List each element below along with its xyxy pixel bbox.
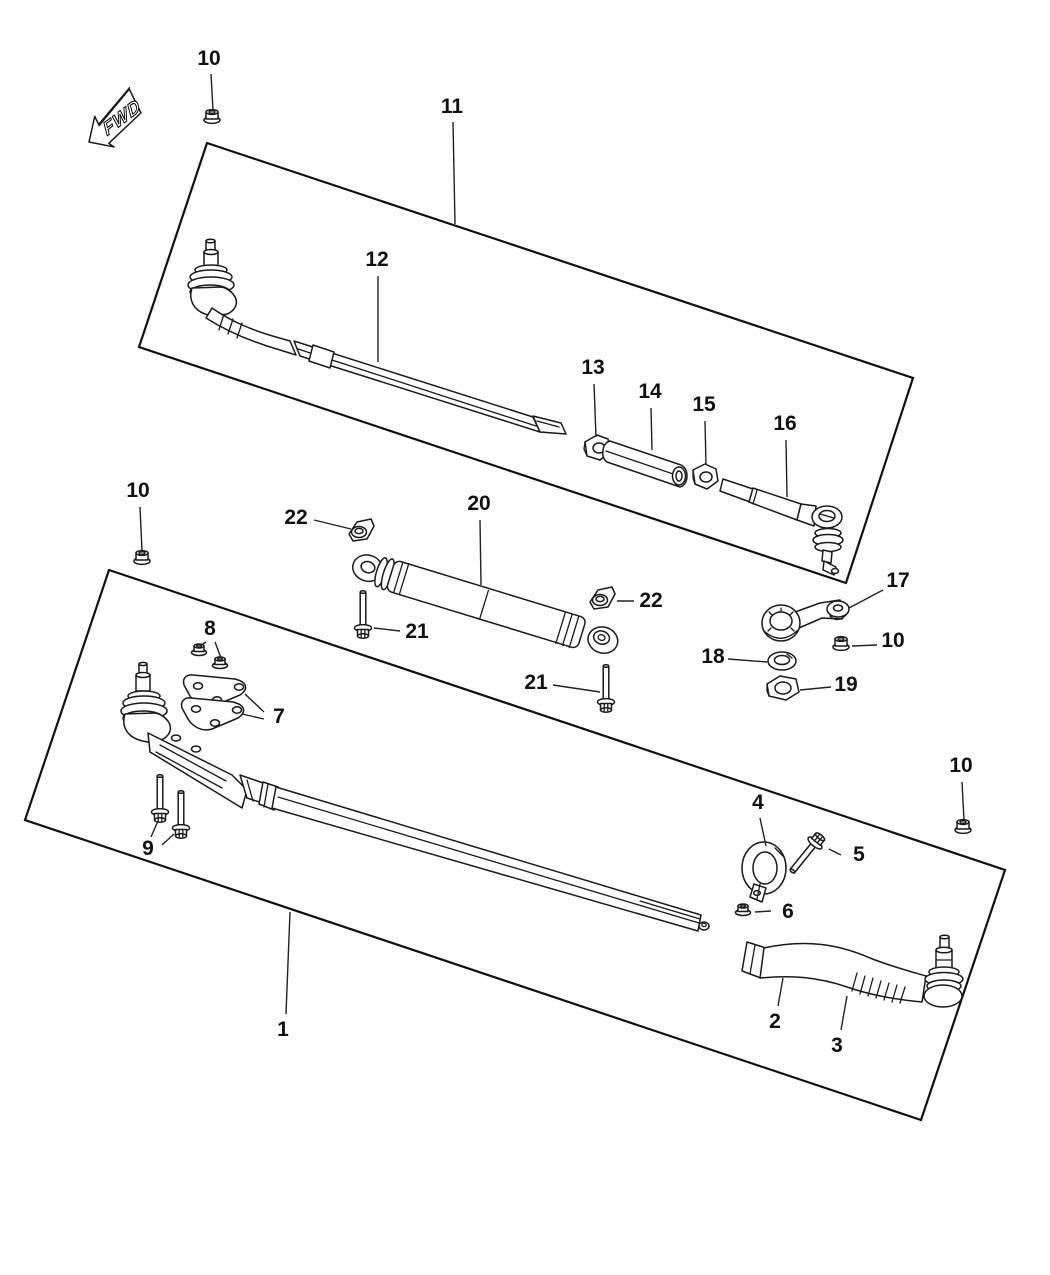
fwd-arrow: FWD bbox=[88, 87, 144, 148]
lower-panel-outline bbox=[23, 568, 1007, 1122]
svg-text:10: 10 bbox=[881, 629, 904, 652]
svg-text:9: 9 bbox=[142, 837, 154, 860]
support-plate-7-lower bbox=[180, 697, 245, 731]
callout-6: 6 bbox=[754, 900, 794, 923]
drag-link-assembly bbox=[120, 661, 964, 1008]
drag-link-end-housing-right bbox=[923, 984, 963, 1008]
damper-bracket-22-right bbox=[589, 586, 616, 610]
svg-text:16: 16 bbox=[773, 412, 796, 435]
svg-text:4: 4 bbox=[752, 791, 764, 814]
callout-10-top: 10 bbox=[197, 47, 221, 111]
svg-text:15: 15 bbox=[692, 393, 716, 416]
callout-2: 2 bbox=[769, 977, 784, 1033]
tie-rod-end-housing bbox=[190, 286, 238, 317]
tie-rod-sleeve-band bbox=[308, 344, 335, 369]
lock-nut-10-top bbox=[203, 108, 221, 125]
svg-text:20: 20 bbox=[467, 492, 490, 515]
callout-17: 17 bbox=[848, 569, 910, 609]
callout-19: 19 bbox=[799, 673, 858, 696]
adjuster-sleeve-14 bbox=[602, 440, 688, 488]
svg-text:8: 8 bbox=[204, 617, 216, 640]
svg-text:1: 1 bbox=[277, 1018, 289, 1041]
svg-text:12: 12 bbox=[365, 248, 388, 271]
svg-text:17: 17 bbox=[886, 569, 909, 592]
callout-15: 15 bbox=[692, 393, 716, 466]
callout-9: 9 bbox=[142, 820, 175, 860]
svg-text:22: 22 bbox=[639, 589, 662, 612]
callout-21-left: 21 bbox=[373, 620, 429, 643]
washer-18 bbox=[767, 651, 797, 671]
clamp-bolt-5 bbox=[784, 828, 829, 879]
svg-text:18: 18 bbox=[701, 645, 725, 668]
svg-text:10: 10 bbox=[949, 754, 972, 777]
steering-arm-17 bbox=[761, 599, 850, 642]
callout-10-right: 10 bbox=[949, 754, 973, 821]
bolt-9a bbox=[150, 773, 170, 823]
callout-5: 5 bbox=[828, 843, 865, 866]
tie-rod-assembly bbox=[187, 238, 567, 435]
callout-16: 16 bbox=[773, 412, 797, 498]
callouts: 10 11 12 13 14 15 16 10 22 20 bbox=[126, 47, 972, 1057]
bolt-9b bbox=[171, 789, 191, 839]
callout-12: 12 bbox=[365, 248, 389, 362]
callout-1: 1 bbox=[277, 911, 291, 1041]
svg-text:5: 5 bbox=[853, 843, 865, 866]
svg-text:21: 21 bbox=[405, 620, 429, 643]
svg-text:3: 3 bbox=[831, 1034, 843, 1057]
svg-text:21: 21 bbox=[524, 671, 548, 694]
callout-8: 8 bbox=[199, 617, 222, 659]
svg-text:19: 19 bbox=[834, 673, 857, 696]
svg-text:2: 2 bbox=[769, 1010, 781, 1033]
steering-damper-20 bbox=[352, 554, 619, 654]
callout-10-arm: 10 bbox=[851, 629, 905, 652]
callout-18: 18 bbox=[701, 645, 768, 668]
damper-bracket-22-left bbox=[348, 518, 375, 542]
callout-10-left: 10 bbox=[126, 479, 150, 552]
callout-14: 14 bbox=[638, 380, 662, 451]
drag-link-end-housing-left bbox=[123, 712, 172, 743]
hex-nut-19 bbox=[766, 675, 800, 701]
callout-7: 7 bbox=[241, 693, 285, 728]
damper-bolt-21-left bbox=[353, 589, 373, 639]
fwd-arrow-thick-edge bbox=[98, 87, 131, 125]
callout-22-left: 22 bbox=[284, 506, 352, 530]
flange-nut-8b bbox=[211, 656, 229, 670]
lock-nut-10-arm bbox=[832, 635, 850, 652]
svg-text:10: 10 bbox=[197, 47, 220, 70]
callout-22-right: 22 bbox=[617, 589, 663, 612]
clamp-nut-6 bbox=[734, 903, 752, 917]
lock-nut-10-right bbox=[954, 818, 972, 835]
jam-nut-15 bbox=[692, 463, 719, 490]
upper-panel-outline bbox=[137, 141, 915, 585]
svg-text:13: 13 bbox=[581, 356, 604, 379]
tie-rod-end-16 bbox=[719, 478, 844, 576]
callout-11: 11 bbox=[441, 95, 464, 225]
clamp-4 bbox=[741, 841, 787, 903]
damper-bolt-21-right bbox=[596, 663, 616, 713]
svg-text:22: 22 bbox=[284, 506, 307, 529]
callout-4: 4 bbox=[752, 791, 767, 847]
callout-21-right: 21 bbox=[524, 671, 601, 694]
tie-rod-neck bbox=[205, 307, 297, 356]
flange-nut-8a bbox=[190, 643, 208, 657]
callout-20: 20 bbox=[467, 492, 491, 586]
svg-text:10: 10 bbox=[126, 479, 149, 502]
callout-3: 3 bbox=[831, 995, 848, 1057]
svg-text:6: 6 bbox=[782, 900, 794, 923]
callout-13: 13 bbox=[581, 356, 605, 438]
svg-text:11: 11 bbox=[441, 95, 464, 118]
lock-nut-10-left bbox=[133, 549, 151, 566]
svg-text:7: 7 bbox=[273, 705, 285, 728]
svg-text:14: 14 bbox=[638, 380, 662, 403]
drag-link-curved-end bbox=[759, 942, 927, 1003]
